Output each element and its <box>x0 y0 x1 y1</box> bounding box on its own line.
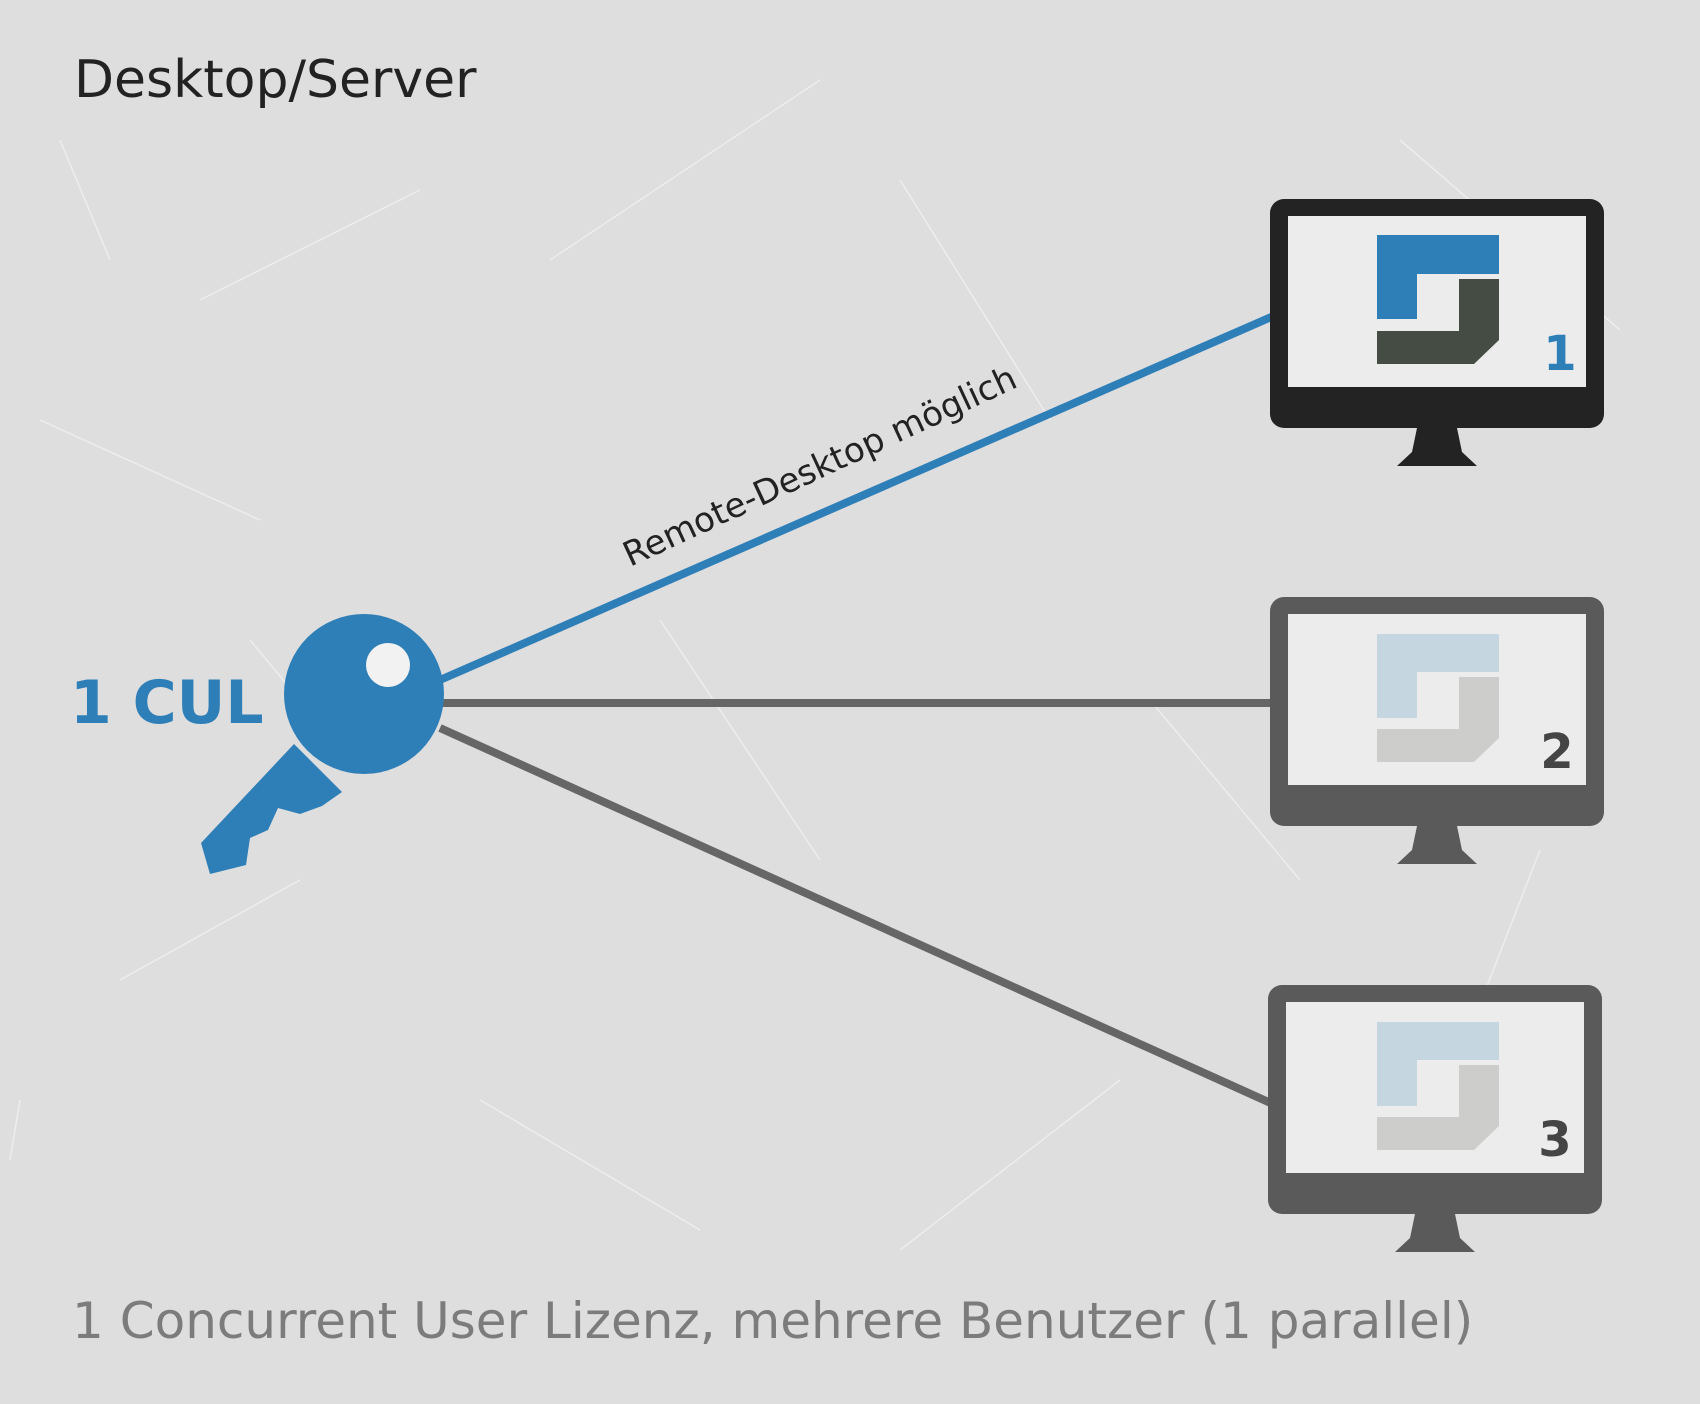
monitor-3-number: 3 <box>1538 1112 1571 1168</box>
app-logo-icon <box>1377 1022 1499 1150</box>
connection-line-1 <box>438 307 1287 684</box>
monitor-1-number: 1 <box>1543 326 1576 382</box>
app-logo-icon <box>1377 634 1499 762</box>
monitor-2-number: 2 <box>1540 724 1573 780</box>
app-logo-icon <box>1377 235 1499 364</box>
license-label: 1 CUL <box>70 668 264 738</box>
monitor-1: 1 <box>1270 199 1604 466</box>
monitor-2: 2 <box>1270 597 1604 864</box>
caption: 1 Concurrent User Lizenz, mehrere Benutz… <box>72 1292 1474 1350</box>
key-icon <box>201 614 444 874</box>
page-title: Desktop/Server <box>74 50 477 110</box>
monitor-3: 3 <box>1268 985 1602 1252</box>
connection-label: Remote-Desktop möglich <box>617 358 1023 575</box>
connection-line-3 <box>438 724 1277 1109</box>
